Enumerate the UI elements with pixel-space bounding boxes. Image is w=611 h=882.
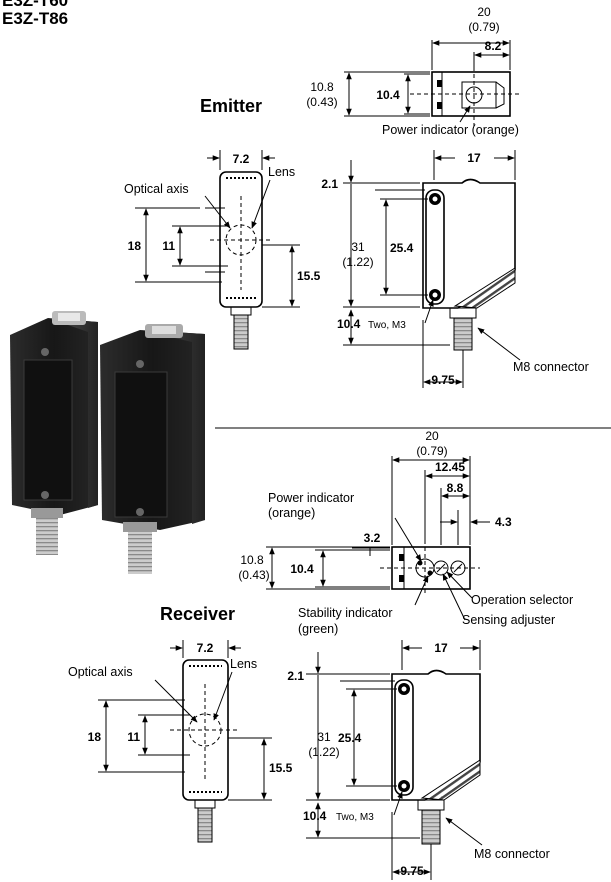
emitter-side-top-offset: 2.1: [321, 177, 338, 191]
receiver-top-height: 10.8: [240, 553, 264, 567]
receiver-side-height: 31: [317, 730, 331, 744]
emitter-top-inner: 10.4: [376, 88, 400, 102]
emitter-side-view: [343, 150, 521, 388]
emitter-front-view: [135, 150, 300, 350]
emitter-title: Emitter: [200, 96, 262, 116]
receiver-top-4-3: 4.3: [495, 515, 512, 529]
emitter-top-height: 10.8: [310, 80, 334, 94]
receiver-operation-selector-label: Operation selector: [471, 593, 573, 607]
receiver-top-width: 20: [425, 429, 439, 443]
emitter-side-bottom: 10.4: [337, 317, 361, 331]
receiver-front-width: 7.2: [197, 641, 214, 655]
emitter-top-view: [344, 40, 520, 126]
receiver-stability-indicator-color: (green): [298, 622, 338, 636]
receiver-top-height-in: (0.43): [238, 568, 269, 582]
emitter-front-h15-5: 15.5: [297, 269, 321, 283]
receiver-side-hole-pitch: 25.4: [338, 731, 362, 745]
receiver-side-view: [306, 640, 483, 880]
emitter-side-width: 17: [467, 151, 481, 165]
receiver-stability-indicator-label: Stability indicator: [298, 606, 393, 620]
receiver-front-h11: 11: [127, 730, 140, 744]
receiver-front-h15-5: 15.5: [269, 761, 293, 775]
product-photo: [10, 311, 205, 574]
emitter-lens-label: Lens: [268, 165, 295, 179]
receiver-top-view: [266, 456, 490, 621]
receiver-front-h18: 18: [88, 730, 102, 744]
emitter-side-height-in: (1.22): [342, 255, 373, 269]
receiver-top-3-2: 3.2: [364, 531, 381, 545]
receiver-side-screws: Two, M3: [336, 812, 374, 823]
emitter-top-height-in: (0.43): [306, 95, 337, 109]
receiver-side-width: 17: [434, 641, 448, 655]
receiver-top-inner: 10.4: [290, 562, 314, 576]
receiver-side-height-in: (1.22): [308, 745, 339, 759]
receiver-lens-label: Lens: [230, 657, 257, 671]
emitter-front-h18: 18: [128, 239, 142, 253]
receiver-side-top-offset: 2.1: [287, 669, 304, 683]
receiver-connector-label: M8 connector: [474, 847, 550, 861]
emitter-connector-label: M8 connector: [513, 360, 589, 374]
receiver-front-view: [98, 640, 272, 843]
emitter-optical-axis-label: Optical axis: [124, 182, 189, 196]
receiver-sensing-adjuster-label: Sensing adjuster: [462, 613, 555, 627]
receiver-title: Receiver: [160, 604, 235, 624]
receiver-optical-axis-label: Optical axis: [68, 665, 133, 679]
receiver-side-connector-pos: 9.75: [400, 864, 424, 878]
receiver-side-bottom: 10.4: [303, 809, 327, 823]
receiver-top-8-8: 8.8: [447, 481, 464, 495]
model-name-1: E3Z-T60: [2, 0, 68, 10]
emitter-side-hole-pitch: 25.4: [390, 241, 414, 255]
receiver-power-indicator-color: (orange): [268, 506, 315, 520]
receiver-top-12-45: 12.45: [435, 460, 465, 474]
model-name-2: E3Z-T86: [2, 9, 68, 28]
receiver-power-indicator-label: Power indicator: [268, 491, 354, 505]
emitter-top-width: 20: [477, 5, 491, 19]
receiver-top-width-in: (0.79): [416, 444, 447, 458]
emitter-front-h11: 11: [162, 239, 175, 253]
emitter-side-height: 31: [351, 240, 365, 254]
emitter-side-screws: Two, M3: [368, 320, 406, 331]
emitter-side-connector-pos: 9.75: [431, 373, 455, 387]
emitter-power-indicator-label: Power indicator (orange): [382, 123, 519, 137]
emitter-top-offset: 8.2: [485, 39, 502, 53]
emitter-top-width-in: (0.79): [468, 20, 499, 34]
emitter-front-width: 7.2: [233, 152, 250, 166]
